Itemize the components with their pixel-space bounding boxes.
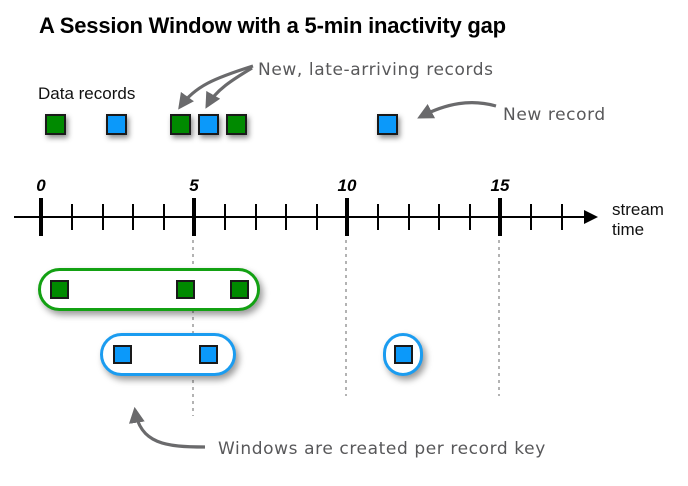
axis-tick-major-10 xyxy=(345,198,349,236)
stream-time-line-1: stream xyxy=(612,200,664,219)
annotation-windows-per-record-key: Windows are created per record key xyxy=(218,439,546,459)
data-record-blue-3 xyxy=(377,114,398,135)
session-window-green xyxy=(38,268,260,311)
window-record-blue-3 xyxy=(394,345,413,364)
axis-tick-minor xyxy=(530,204,532,230)
axis-tick-minor xyxy=(102,204,104,230)
axis-tick-minor xyxy=(71,204,73,230)
arrow-to-late-blue-record xyxy=(205,66,253,109)
data-record-blue-2 xyxy=(198,114,219,135)
axis-tick-label-15: 15 xyxy=(490,176,510,195)
arrow-to-new-record xyxy=(417,101,497,119)
data-record-green-2 xyxy=(170,114,191,135)
axis-tick-label-10: 10 xyxy=(337,176,357,195)
data-records-label: Data records xyxy=(38,84,136,103)
stream-time-axis-label: stream time xyxy=(612,200,684,240)
axis-tick-minor xyxy=(224,204,226,230)
arrow-to-blue-window xyxy=(128,406,206,449)
axis-tick-minor xyxy=(255,204,257,230)
data-record-green-1 xyxy=(45,114,66,135)
axis-tick-minor xyxy=(438,204,440,230)
axis-tick-minor xyxy=(561,204,563,230)
guide-line-t10 xyxy=(345,240,347,396)
stream-time-axis-line xyxy=(14,216,586,218)
annotation-new-record: New record xyxy=(503,105,606,125)
window-record-green-1 xyxy=(50,280,69,299)
axis-tick-minor xyxy=(132,204,134,230)
axis-tick-label-0: 0 xyxy=(36,176,46,195)
page-title: A Session Window with a 5-min inactivity… xyxy=(39,13,506,38)
axis-arrowhead-icon xyxy=(584,210,598,224)
axis-tick-major-0 xyxy=(39,198,43,236)
window-record-green-2 xyxy=(176,280,195,299)
axis-tick-minor xyxy=(316,204,318,230)
annotation-late-arriving-records: New, late-arriving records xyxy=(258,60,494,80)
data-record-green-3 xyxy=(226,114,247,135)
window-record-blue-2 xyxy=(199,345,218,364)
window-record-green-3 xyxy=(230,280,249,299)
data-record-blue-1 xyxy=(106,114,127,135)
axis-tick-minor xyxy=(408,204,410,230)
window-record-blue-1 xyxy=(113,345,132,364)
axis-tick-minor xyxy=(469,204,471,230)
stream-time-line-2: time xyxy=(612,220,645,239)
guide-line-t5 xyxy=(192,240,194,416)
axis-tick-minor xyxy=(377,204,379,230)
guide-line-t15 xyxy=(498,240,500,396)
arrow-to-late-green-record xyxy=(178,64,254,110)
axis-tick-minor xyxy=(285,204,287,230)
axis-tick-major-15 xyxy=(498,198,502,236)
axis-tick-label-5: 5 xyxy=(189,176,199,195)
axis-tick-minor xyxy=(163,204,165,230)
axis-tick-major-5 xyxy=(192,198,196,236)
